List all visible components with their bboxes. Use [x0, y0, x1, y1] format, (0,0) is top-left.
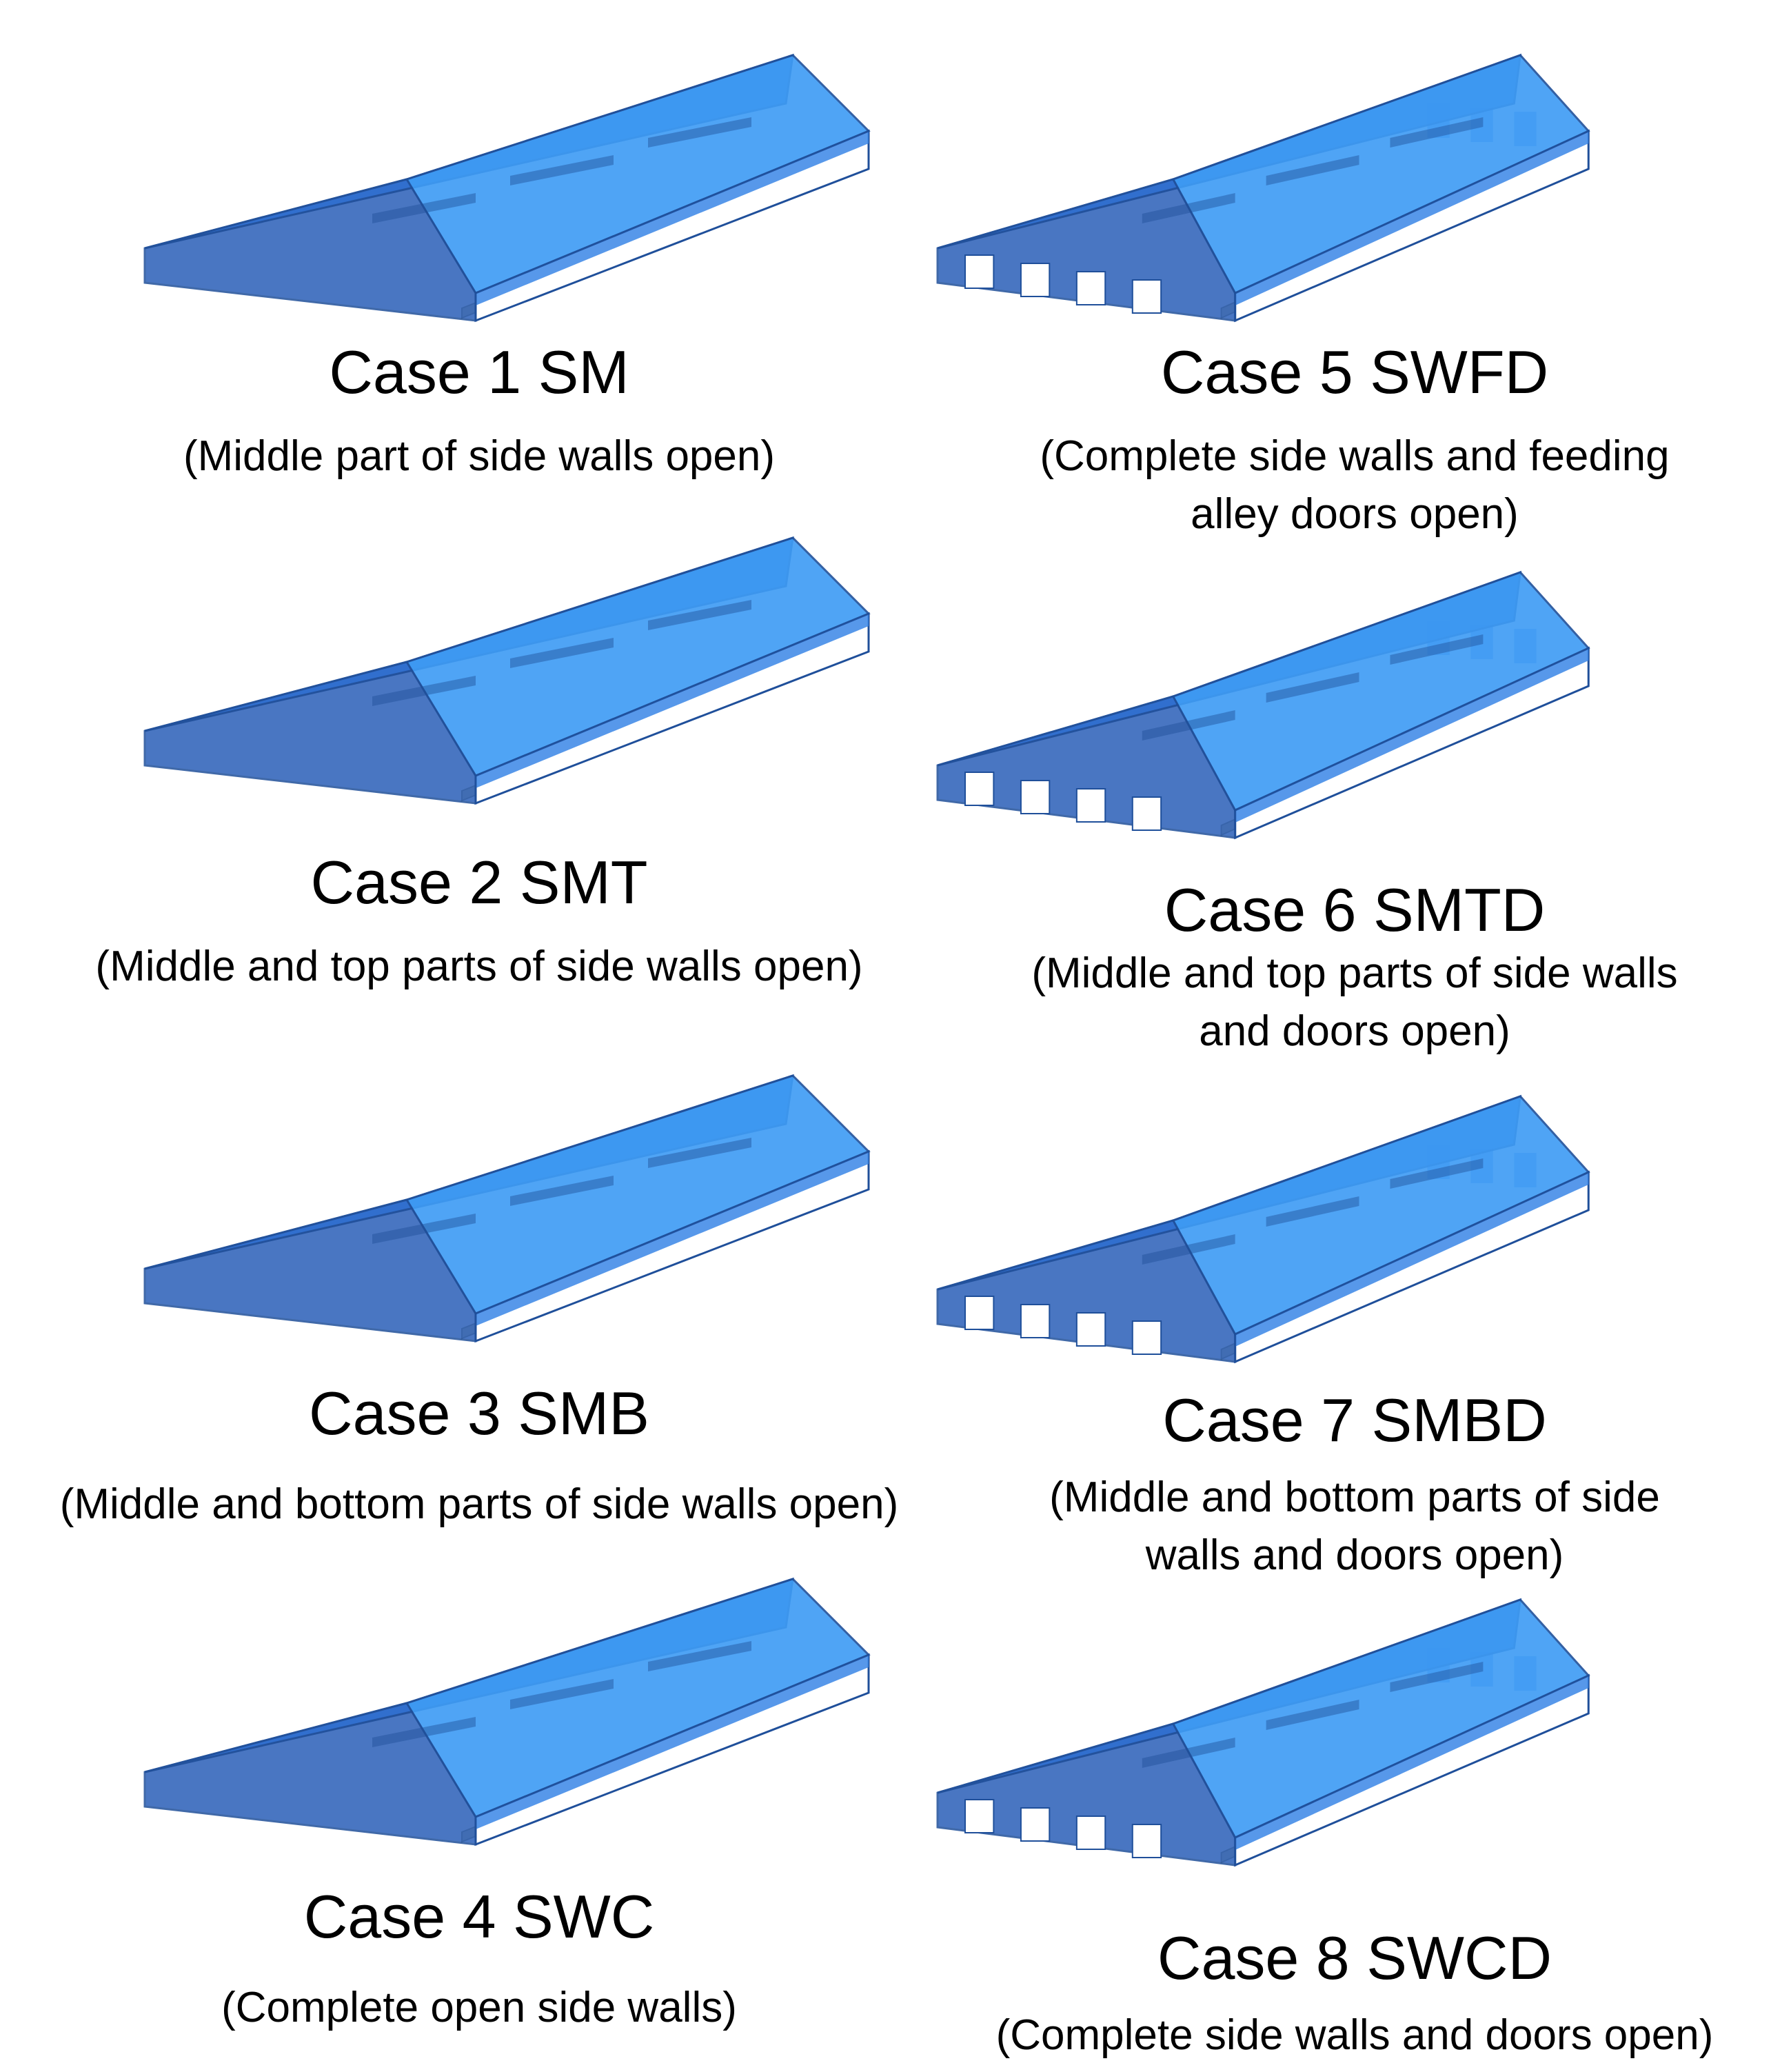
interior-lane: [510, 155, 614, 185]
roof-plane-back: [1171, 54, 1590, 294]
roof-plane-back: [405, 536, 871, 777]
door-opening: [964, 254, 995, 289]
interior-lane: [1390, 634, 1484, 665]
case-panel-8: Case 8 SWCD (Complete side walls and doo…: [924, 1586, 1785, 2069]
case-title: Case 2 SMT: [310, 848, 648, 916]
door-opening: [1075, 271, 1106, 305]
interior-lane: [1390, 1158, 1484, 1189]
case-panel-6: Case 6 SMTD (Middle and top parts of sid…: [924, 559, 1785, 1069]
interior-lane: [372, 1214, 476, 1244]
interior-lane: [372, 193, 476, 223]
interior-lane: [1390, 1662, 1484, 1692]
roof-plane-back: [1171, 571, 1590, 812]
case-title: Case 1 SM: [329, 338, 629, 406]
case-description: (Middle and bottom parts of side walls a…: [1049, 1473, 1660, 1579]
door-opening: [1020, 780, 1051, 814]
case-title: Case 3 SMB: [309, 1379, 649, 1447]
case-description: (Middle and top parts of side walls and …: [1031, 949, 1678, 1055]
side-wall-upper: [476, 1655, 869, 1829]
roof-plane-back: [405, 54, 871, 294]
side-wall-upper: [1235, 1172, 1589, 1347]
interior-lane: [1266, 1196, 1359, 1227]
interior-lane: [510, 1679, 614, 1709]
side-wall-upper: [1235, 1676, 1589, 1850]
case-title: Case 8 SWCD: [1157, 1924, 1552, 1992]
door-opening: [1075, 788, 1106, 823]
door-opening: [964, 1296, 995, 1330]
interior-lane: [1142, 1234, 1235, 1265]
side-wall-upper: [1235, 131, 1589, 305]
interior-lane: [648, 600, 751, 630]
roof-plane-back: [405, 1578, 871, 1818]
case-panel-1: Case 1 SM (Middle part of side walls ope…: [0, 41, 958, 496]
side-wall-upper: [476, 1151, 869, 1326]
case-description: (Complete side walls and doors open): [995, 2011, 1714, 2059]
interior-lane: [372, 1717, 476, 1747]
interior-lane: [1266, 1700, 1359, 1730]
case-title: Case 4 SWC: [303, 1882, 655, 1951]
case-panel-3: Case 3 SMB (Middle and bottom parts of s…: [0, 1062, 958, 1545]
case-description: (Middle and bottom parts of side walls o…: [59, 1480, 899, 1528]
barn-model-case-8: [936, 1598, 1590, 1867]
case-description: (Complete open side walls): [221, 1984, 737, 2031]
door-opening: [964, 772, 995, 806]
door-opening: [1075, 1815, 1106, 1850]
barn-model-case-7: [936, 1094, 1590, 1364]
roof-plane-back: [1171, 1095, 1590, 1336]
interior-lane: [1142, 710, 1235, 741]
door-opening: [1131, 1824, 1162, 1858]
door-opening: [964, 1799, 995, 1833]
barn-model-case-1: [143, 53, 871, 323]
side-wall-upper: [476, 131, 869, 305]
side-wall-upper: [1235, 648, 1589, 823]
case-title: Case 6 SMTD: [1164, 876, 1546, 944]
interior-lane: [510, 638, 614, 668]
case-description: (Middle and top parts of side walls open…: [95, 943, 863, 990]
barn-model-case-3: [143, 1074, 871, 1343]
door-opening: [1075, 1312, 1106, 1347]
interior-lane: [510, 1176, 614, 1206]
interior-lane: [648, 1138, 751, 1168]
case-panel-5: Case 5 SWFD (Complete side walls and fee…: [924, 41, 1785, 552]
interior-lane: [1142, 193, 1235, 223]
door-opening: [1131, 1320, 1162, 1355]
case-panel-4: Case 4 SWC (Complete open side walls): [0, 1565, 958, 2048]
door-opening: [1020, 263, 1051, 297]
case-title: Case 7 SMBD: [1162, 1386, 1547, 1454]
door-opening: [1131, 796, 1162, 831]
door-opening: [1020, 1304, 1051, 1338]
door-opening: [1131, 279, 1162, 314]
barn-model-case-6: [936, 570, 1590, 840]
case-description: (Complete side walls and feeding alley d…: [1040, 432, 1670, 538]
interior-lane: [648, 1641, 751, 1671]
interior-lane: [372, 676, 476, 706]
interior-lane: [1266, 672, 1359, 703]
interior-lane: [1390, 117, 1484, 148]
roof-plane-back: [405, 1074, 871, 1315]
roof-plane-back: [1171, 1598, 1590, 1839]
case-description: (Middle part of side walls open): [183, 432, 776, 480]
interior-lane: [1266, 155, 1359, 185]
barn-model-case-5: [936, 53, 1590, 323]
side-wall-upper: [476, 614, 869, 788]
door-opening: [1020, 1807, 1051, 1842]
interior-lane: [648, 117, 751, 148]
barn-model-case-4: [143, 1577, 871, 1847]
case-panel-2: Case 2 SMT (Middle and top parts of side…: [0, 524, 958, 1007]
case-title: Case 5 SWFD: [1160, 338, 1549, 406]
case-panel-7: Case 7 SMBD (Middle and bottom parts of …: [924, 1083, 1785, 1593]
interior-lane: [1142, 1738, 1235, 1768]
barn-model-case-2: [143, 536, 871, 805]
